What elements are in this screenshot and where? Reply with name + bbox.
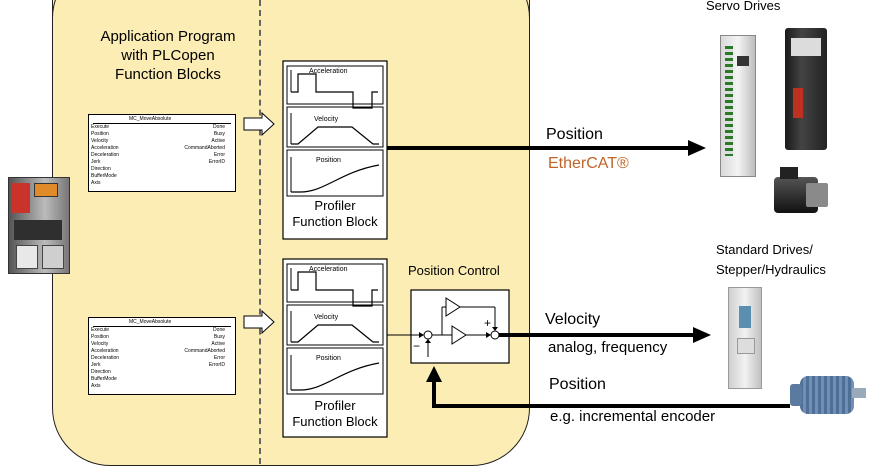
fb-output-active: Active xyxy=(211,341,225,347)
application-panel-top xyxy=(52,0,530,60)
fb-output-busy: Busy xyxy=(213,334,225,340)
fb-input-jerk: Jerk xyxy=(91,159,101,165)
fb-output-errorid: ErrorID xyxy=(208,362,225,368)
fb-input-deceleration: Deceleration xyxy=(91,355,120,361)
fb-output-done: Done xyxy=(213,327,225,333)
acceleration-curve-2 xyxy=(291,271,378,307)
velocity-label: Velocity xyxy=(545,311,601,328)
fb-output-busy: Busy xyxy=(213,131,225,137)
servo-motor-image xyxy=(768,165,830,217)
standard-drives-title: Standard Drives/ Stepper/Hydraulics xyxy=(716,240,826,280)
position-curve-2 xyxy=(291,362,380,391)
standard-drive-image xyxy=(728,287,762,389)
hollow-arrow-2 xyxy=(243,309,275,335)
fb-output-error: Error xyxy=(213,152,225,158)
motor-encoder-image xyxy=(790,370,870,418)
arrow-head-position-servo xyxy=(688,140,706,156)
fb-output-active: Active xyxy=(211,138,225,144)
fb-input-buffermode: BufferMode xyxy=(91,173,117,179)
position-control-box xyxy=(410,289,510,364)
fb-output-done: Done xyxy=(213,124,225,130)
velocity-curve-2 xyxy=(291,324,379,343)
feedback-source-label: e.g. incremental encoder xyxy=(550,408,716,425)
fb-input-direction: Direction xyxy=(91,166,111,172)
fb-input-axis: Axis xyxy=(91,383,101,389)
velocity-type-label: analog, frequency xyxy=(548,339,668,356)
fb-output-commandaborted: CommandAborted xyxy=(184,348,225,354)
function-block-move-absolute-2: MC_MoveAbsolute Execute Position Velocit… xyxy=(88,317,236,395)
function-block-move-absolute-1: MC_MoveAbsolute Execute Position Velocit… xyxy=(88,114,236,192)
app-title: Application Program with PLCopen Functio… xyxy=(88,27,248,84)
profiler-label-line-1: Profiler xyxy=(314,398,356,413)
servo-drive-image-1 xyxy=(720,35,756,177)
fb-input-acceleration: Acceleration xyxy=(91,145,119,151)
graph-label-velocity-2: Velocity xyxy=(314,314,339,321)
graph-label-acceleration-1: Acceleration xyxy=(309,68,348,75)
profiler-label-line-2: Function Block xyxy=(292,214,378,229)
summing-junction-2 xyxy=(490,330,500,340)
profiler-label-1: Profiler Function Block xyxy=(283,198,387,230)
app-title-line-3: Function Blocks xyxy=(115,66,221,83)
servo-drive-image-2 xyxy=(785,28,827,150)
fb-input-position: Position xyxy=(91,131,109,137)
standard-drives-line-1: Standard Drives/ xyxy=(716,242,813,257)
fb-input-jerk: Jerk xyxy=(91,362,101,368)
plus-sign: + xyxy=(484,316,491,330)
fb-name: MC_MoveAbsolute xyxy=(129,319,172,325)
fb-output-commandaborted: CommandAborted xyxy=(184,145,225,151)
graph-label-position-1: Position xyxy=(316,157,341,164)
summing-junction-1 xyxy=(423,330,433,340)
fb-input-execute: Execute xyxy=(91,327,110,333)
position-control-label: Position Control xyxy=(408,263,500,278)
hollow-arrow-1 xyxy=(243,111,275,137)
ethercat-label: EtherCAT® xyxy=(548,155,629,172)
app-title-line-2: with PLCopen xyxy=(121,47,215,64)
fb-input-buffermode: BufferMode xyxy=(91,376,117,382)
fb-input-velocity: Velocity xyxy=(91,341,109,347)
graph-label-position-2: Position xyxy=(316,355,341,362)
fb-input-velocity: Velocity xyxy=(91,138,109,144)
fb-input-position: Position xyxy=(91,334,109,340)
plc-controller-image xyxy=(8,175,70,275)
profiler-label-2: Profiler Function Block xyxy=(283,398,387,430)
graph-label-velocity-1: Velocity xyxy=(314,116,339,123)
gain-triangle-upper xyxy=(445,297,461,317)
fb-input-deceleration: Deceleration xyxy=(91,152,120,158)
servo-position-label: Position xyxy=(546,126,603,143)
dashed-divider xyxy=(259,0,261,464)
profiler-label-line-1: Profiler xyxy=(314,198,356,213)
fb-name: MC_MoveAbsolute xyxy=(129,116,172,122)
feedback-line xyxy=(432,380,790,408)
fb-input-axis: Axis xyxy=(91,180,101,186)
gain-triangle-lower xyxy=(451,325,467,345)
feedback-position-label: Position xyxy=(549,376,606,393)
standard-drives-line-2: Stepper/Hydraulics xyxy=(716,262,826,277)
fb-input-execute: Execute xyxy=(91,124,110,130)
minus-sign: − xyxy=(413,339,420,353)
fb-input-direction: Direction xyxy=(91,369,111,375)
profiler-label-line-2: Function Block xyxy=(292,414,378,429)
velocity-curve-1 xyxy=(291,126,379,145)
servo-drives-title: Servo Drives xyxy=(706,0,781,13)
fb-input-acceleration: Acceleration xyxy=(91,348,119,354)
graph-label-acceleration-2: Acceleration xyxy=(309,266,348,273)
app-title-line-1: Application Program xyxy=(100,28,236,45)
fb-output-error: Error xyxy=(213,355,225,361)
fb-output-errorid: ErrorID xyxy=(208,159,225,165)
arrow-head-velocity xyxy=(693,327,711,343)
position-curve-1 xyxy=(291,164,380,193)
arrow-head-feedback xyxy=(426,366,442,382)
acceleration-curve-1 xyxy=(291,73,378,109)
